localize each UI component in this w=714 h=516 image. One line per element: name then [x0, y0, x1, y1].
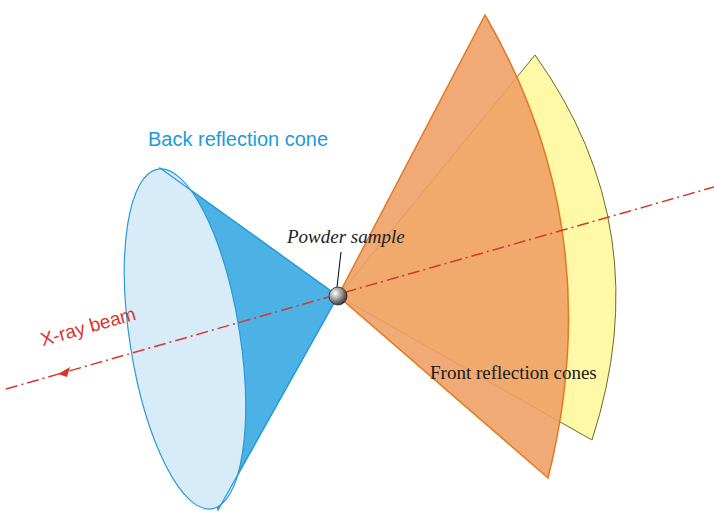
- x-ray-beam-line: [6, 187, 714, 389]
- sample-label: Powder sample: [287, 226, 405, 248]
- beam-label: X-ray beam: [38, 303, 138, 351]
- beam-arrowhead: [58, 367, 70, 377]
- cone-label: Front reflection cones: [430, 362, 597, 384]
- back-cone-edges: [160, 168, 338, 510]
- sample-leader: [337, 252, 341, 287]
- powder-sample-sphere: [329, 287, 347, 305]
- cone-label: Back reflection cone: [148, 128, 328, 151]
